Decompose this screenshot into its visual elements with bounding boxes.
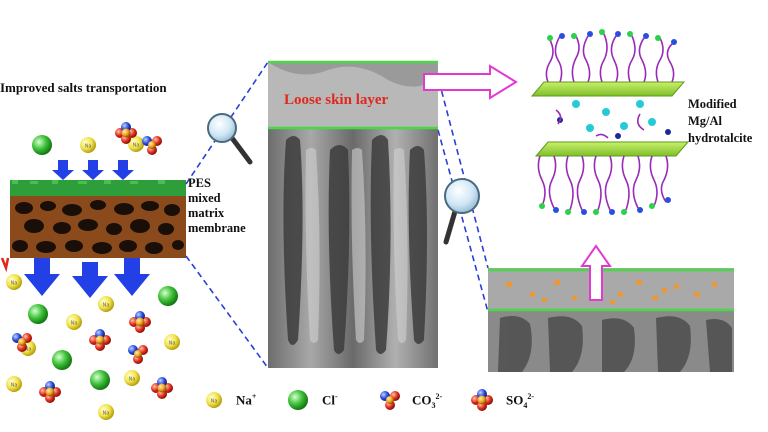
modified-label-line: hydrotalcite [688, 131, 753, 145]
chloride-ion [28, 304, 48, 324]
polymer-chains-top [545, 33, 675, 83]
legend-cl: Cl- [322, 392, 338, 408]
chloride-ion [158, 286, 178, 306]
chloride-ion [90, 370, 110, 390]
chloride-ion [32, 135, 52, 155]
chain-end-groups [547, 29, 677, 45]
green-sphere-icon [288, 390, 308, 410]
legend-na: Na+ [236, 392, 257, 408]
chloride-ion [52, 350, 72, 370]
feed-arrows [52, 160, 134, 180]
sodium-ion [98, 404, 114, 420]
skin-layer-label: Loose skin layer [284, 92, 389, 108]
magnifier-icon [207, 113, 253, 165]
sodium-ion [164, 334, 180, 350]
sulfate-ion [151, 377, 173, 399]
sodium-ion [124, 370, 140, 386]
hydrotalcite-sheet [530, 81, 686, 97]
so4-cluster-icon [471, 389, 493, 411]
sem-cross-section [268, 60, 438, 368]
sem-skin-detail [488, 268, 734, 372]
sulfate-ion [39, 381, 61, 403]
callout-arrow-right [423, 64, 518, 100]
sulfate-ion [89, 329, 111, 351]
hydrotalcite-sheet [534, 141, 690, 157]
hydrotalcite-schematic [530, 29, 690, 215]
callout-arrow-up [580, 244, 612, 301]
sodium-ion [6, 376, 22, 392]
modified-hydrotalcite-label: Modified Mg/Al hydrotalcite [688, 96, 768, 147]
macrovoids [283, 135, 427, 354]
membrane-label: PES mixed matrix membrane [188, 176, 273, 236]
membrane-label-line: membrane [188, 221, 246, 235]
permeate-ions [6, 274, 180, 420]
legend-so4: SO42- [506, 392, 535, 410]
yellow-sphere-icon [206, 392, 222, 408]
modified-label-line: Modified [688, 97, 737, 111]
modified-label-line: Mg/Al [688, 114, 723, 128]
sodium-ion [80, 137, 96, 153]
legend-co3: CO32- [412, 392, 443, 410]
magnifier-icon [443, 178, 480, 245]
sodium-ion [66, 314, 82, 330]
polymer-chains-bottom [537, 155, 669, 211]
sodium-ion [6, 274, 22, 290]
carbonate-ion [128, 345, 148, 364]
membrane-label-line: matrix [188, 206, 225, 220]
sodium-ion [98, 296, 114, 312]
permeate-arrows [24, 258, 150, 298]
membrane-pores [12, 200, 184, 254]
co3-cluster-icon [380, 391, 400, 410]
membrane-label-line: mixed [188, 191, 221, 205]
pes-membrane [10, 180, 186, 258]
diagram-title: Improved salts transportation [0, 80, 167, 95]
feed-ions [32, 122, 162, 155]
membrane-label-line: PES [188, 176, 211, 190]
sulfate-ion [129, 311, 151, 333]
carbonate-ion [142, 136, 162, 155]
interlayer [555, 100, 671, 139]
